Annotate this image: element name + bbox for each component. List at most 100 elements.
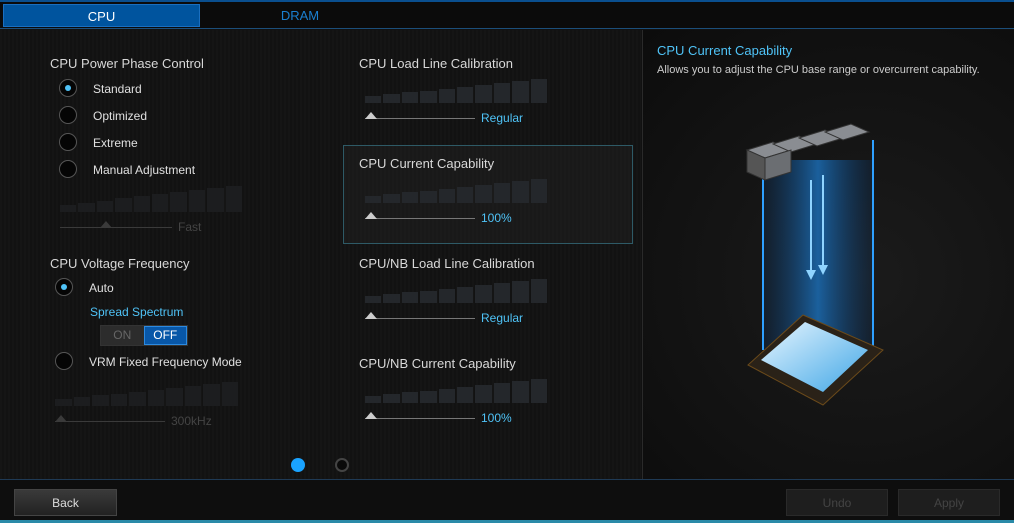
slider-bar: [475, 285, 492, 303]
slider-bar: [92, 395, 109, 406]
radio-label: Standard: [93, 82, 142, 96]
slider-value: 100%: [481, 211, 512, 225]
slider-bar: [420, 191, 437, 203]
slider-bar: [401, 392, 419, 403]
cpu-current-illustration-icon: [745, 123, 884, 406]
toggle-on[interactable]: ON: [101, 326, 144, 345]
power-phase-slider[interactable]: Fast: [60, 186, 262, 238]
slider-bar: [530, 179, 547, 203]
slider-bar: [420, 91, 437, 103]
radio-auto[interactable]: [55, 278, 73, 296]
slider-bar: [383, 294, 400, 303]
slider-bar: [147, 390, 164, 406]
slider-bar: [530, 279, 547, 303]
slider-bar: [383, 394, 400, 403]
slider-bar: [188, 190, 206, 212]
slider-bar: [365, 196, 382, 203]
bottom-bar: Back Undo Apply: [0, 479, 1014, 523]
slider-bar: [73, 397, 90, 406]
slider-bar: [365, 296, 382, 303]
voltage-frequency-title: CPU Voltage Frequency: [50, 256, 190, 271]
tab-cpu[interactable]: CPU: [3, 4, 200, 27]
radio-label: Optimized: [93, 109, 148, 123]
slider-thumb[interactable]: [100, 221, 112, 228]
cpu-current-capability-slider[interactable]: 100%: [365, 179, 567, 229]
slider-bar: [55, 399, 72, 406]
slider-bar: [96, 201, 114, 212]
radio-manual-adjustment[interactable]: [59, 160, 77, 178]
slider-value: 100%: [481, 411, 512, 425]
cpunb-current-capability-title: CPU/NB Current Capability: [359, 356, 516, 371]
slider-bar: [166, 388, 183, 406]
slider-bar: [530, 79, 547, 103]
slider-track[interactable]: [365, 218, 475, 219]
slider-bar: [456, 387, 474, 403]
radio-label: Auto: [89, 281, 114, 295]
slider-bar: [456, 187, 474, 203]
vrm-frequency-slider[interactable]: 300kHz: [55, 382, 258, 432]
undo-button[interactable]: Undo: [786, 489, 888, 516]
toggle-off[interactable]: OFF: [143, 326, 187, 345]
slider-bar: [110, 394, 127, 406]
slider-level-bars: [365, 279, 567, 303]
slider-bar: [438, 89, 455, 103]
slider-bar: [170, 192, 187, 212]
slider-bar: [129, 392, 146, 406]
radio-label: Manual Adjustment: [93, 163, 196, 177]
slider-level-bars: [55, 382, 258, 406]
slider-bar: [207, 188, 224, 212]
slider-value: Regular: [481, 311, 524, 325]
cpunb-current-capability-slider[interactable]: 100%: [365, 379, 567, 429]
tab-dram[interactable]: DRAM: [280, 8, 320, 23]
slider-track[interactable]: [365, 118, 475, 119]
spread-spectrum-label: Spread Spectrum: [90, 305, 184, 319]
slider-bar: [456, 87, 474, 103]
slider-bar: [401, 292, 419, 303]
apply-button[interactable]: Apply: [898, 489, 1000, 516]
page-dot-1[interactable]: [291, 458, 305, 472]
slider-track[interactable]: [60, 227, 172, 228]
cpunb-llc-title: CPU/NB Load Line Calibration: [359, 256, 535, 271]
slider-bar: [78, 203, 95, 212]
slider-bar: [401, 92, 419, 103]
page-dot-2[interactable]: [335, 458, 349, 472]
slider-track[interactable]: [365, 318, 475, 319]
info-title: CPU Current Capability: [657, 43, 793, 58]
slider-bar: [151, 194, 169, 212]
cpunb-llc-slider[interactable]: Regular: [365, 279, 567, 329]
cpu-llc-title: CPU Load Line Calibration: [359, 56, 513, 71]
slider-thumb[interactable]: [365, 112, 377, 119]
slider-thumb[interactable]: [365, 412, 377, 419]
info-description: Allows you to adjust the CPU base range …: [657, 64, 980, 76]
cpu-llc-slider[interactable]: Regular: [365, 79, 567, 129]
slider-track[interactable]: [365, 418, 475, 419]
slider-bar: [115, 198, 132, 212]
slider-bar: [493, 283, 511, 303]
back-button[interactable]: Back: [14, 489, 117, 516]
slider-bar: [512, 381, 529, 403]
radio-label: Extreme: [93, 136, 138, 150]
radio-label: VRM Fixed Frequency Mode: [89, 355, 242, 369]
radio-extreme[interactable]: [59, 133, 77, 151]
slider-bar: [420, 291, 437, 303]
cpu-current-capability-title: CPU Current Capability: [359, 156, 495, 171]
slider-bar: [493, 383, 511, 403]
radio-vrm-fixed-frequency[interactable]: [55, 352, 73, 370]
slider-thumb[interactable]: [365, 212, 377, 219]
slider-bar: [221, 382, 238, 406]
info-panel: CPU Current Capability Allows you to adj…: [642, 30, 1014, 479]
slider-thumb[interactable]: [55, 415, 67, 422]
slider-thumb[interactable]: [365, 312, 377, 319]
radio-optimized[interactable]: [59, 106, 77, 124]
radio-standard[interactable]: [59, 79, 77, 97]
slider-bar: [512, 181, 529, 203]
slider-bar: [133, 196, 150, 212]
slider-bar: [512, 81, 529, 103]
slider-bar: [438, 289, 455, 303]
slider-bar: [383, 194, 400, 203]
slider-track[interactable]: [55, 421, 165, 422]
slider-bar: [475, 185, 492, 203]
spread-spectrum-toggle[interactable]: ON OFF: [100, 325, 188, 346]
slider-bar: [365, 96, 382, 103]
slider-level-bars: [365, 79, 567, 103]
